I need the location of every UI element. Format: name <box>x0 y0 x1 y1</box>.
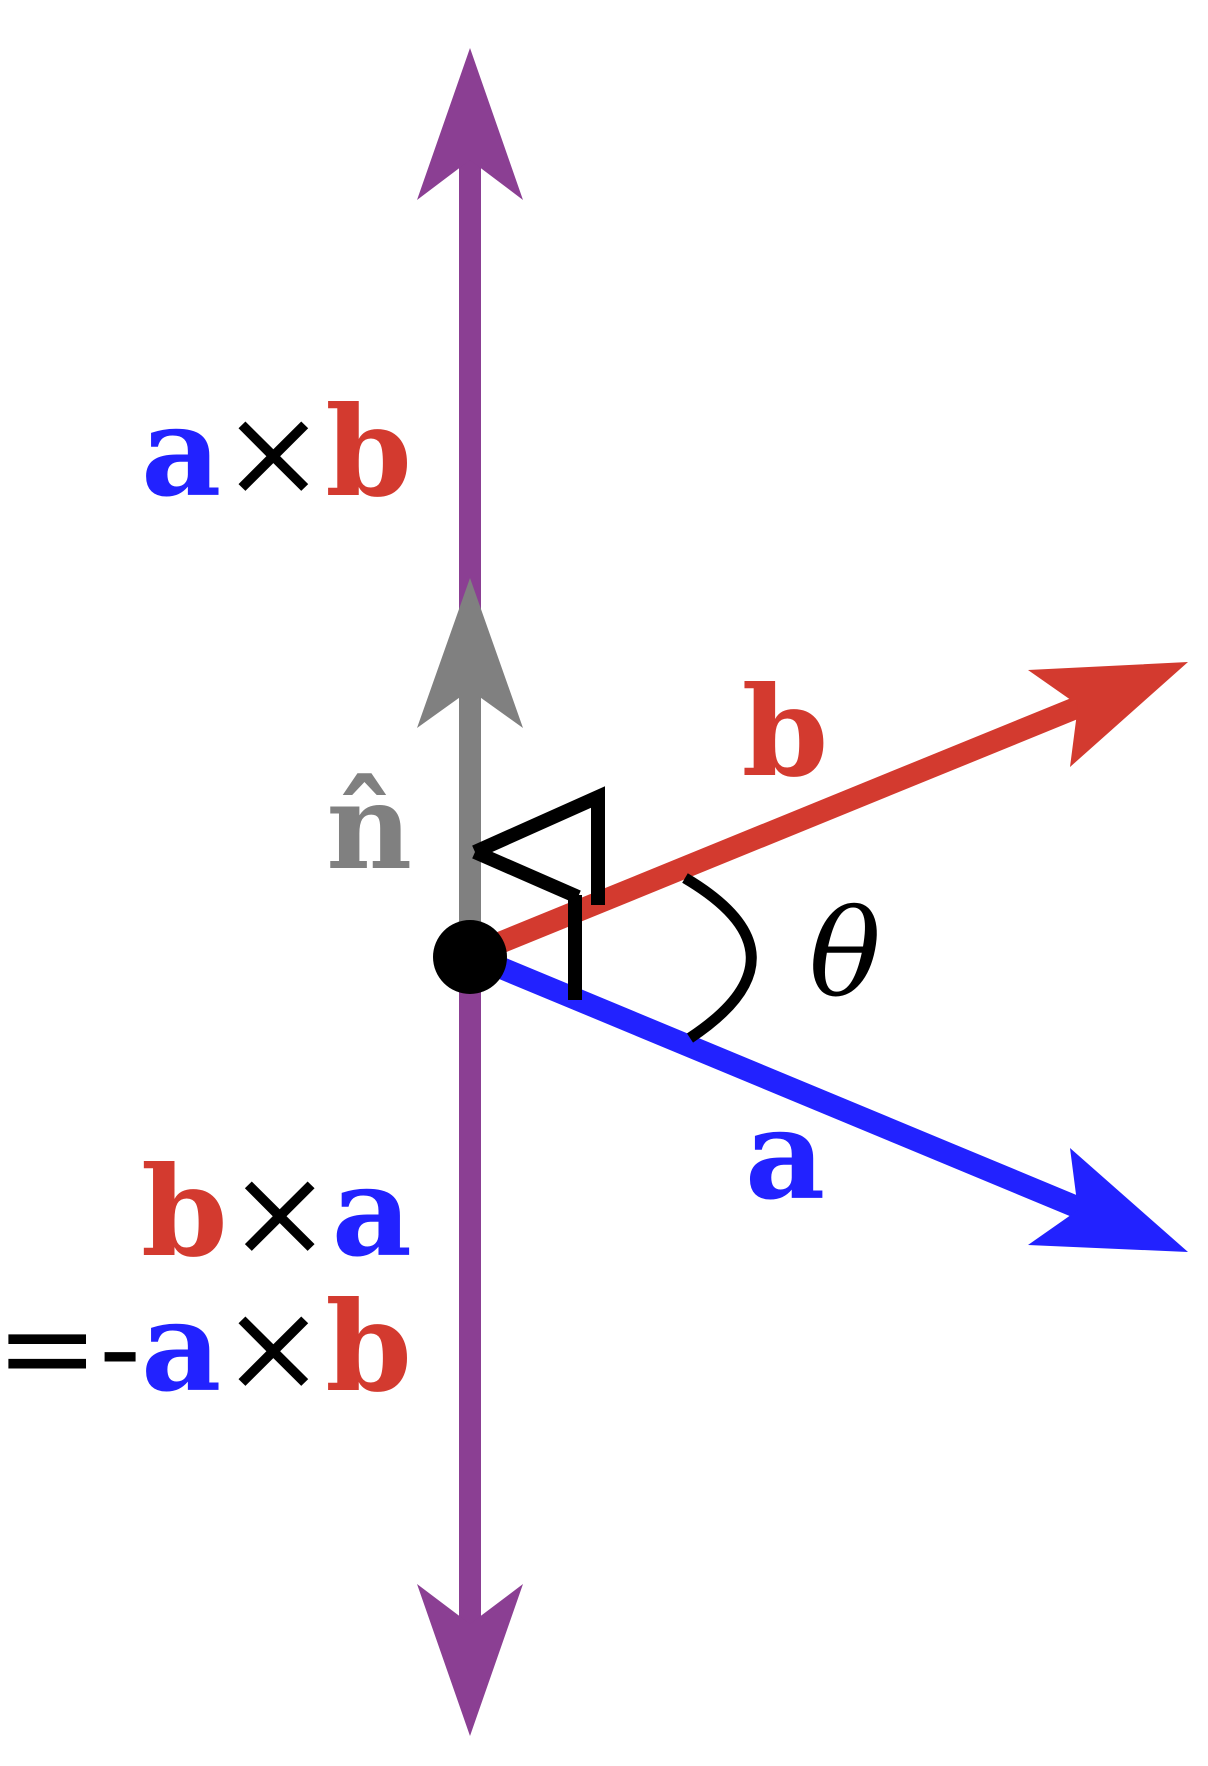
bxa-label: b×a <box>141 1140 412 1285</box>
bxa-arrowhead <box>417 1584 523 1736</box>
axb-arrowhead <box>417 48 523 200</box>
vector-a-label: a <box>745 1083 825 1228</box>
axb-label: a×b <box>141 380 412 525</box>
negative-axb-label: =-a×b <box>0 1275 412 1420</box>
angle-arc <box>682 873 757 1043</box>
right-angle-marker-join <box>472 845 581 904</box>
vector-b-label: b <box>742 660 829 805</box>
theta-label: θ <box>809 885 881 1024</box>
n-hat-label: n̂ <box>326 757 412 896</box>
right-angle-marker <box>472 786 605 905</box>
unit-normal-arrowhead <box>417 578 523 728</box>
origin-point <box>433 920 507 994</box>
vector-b-arrowhead <box>1028 662 1188 767</box>
vector-a-arrowhead <box>1028 1148 1188 1252</box>
